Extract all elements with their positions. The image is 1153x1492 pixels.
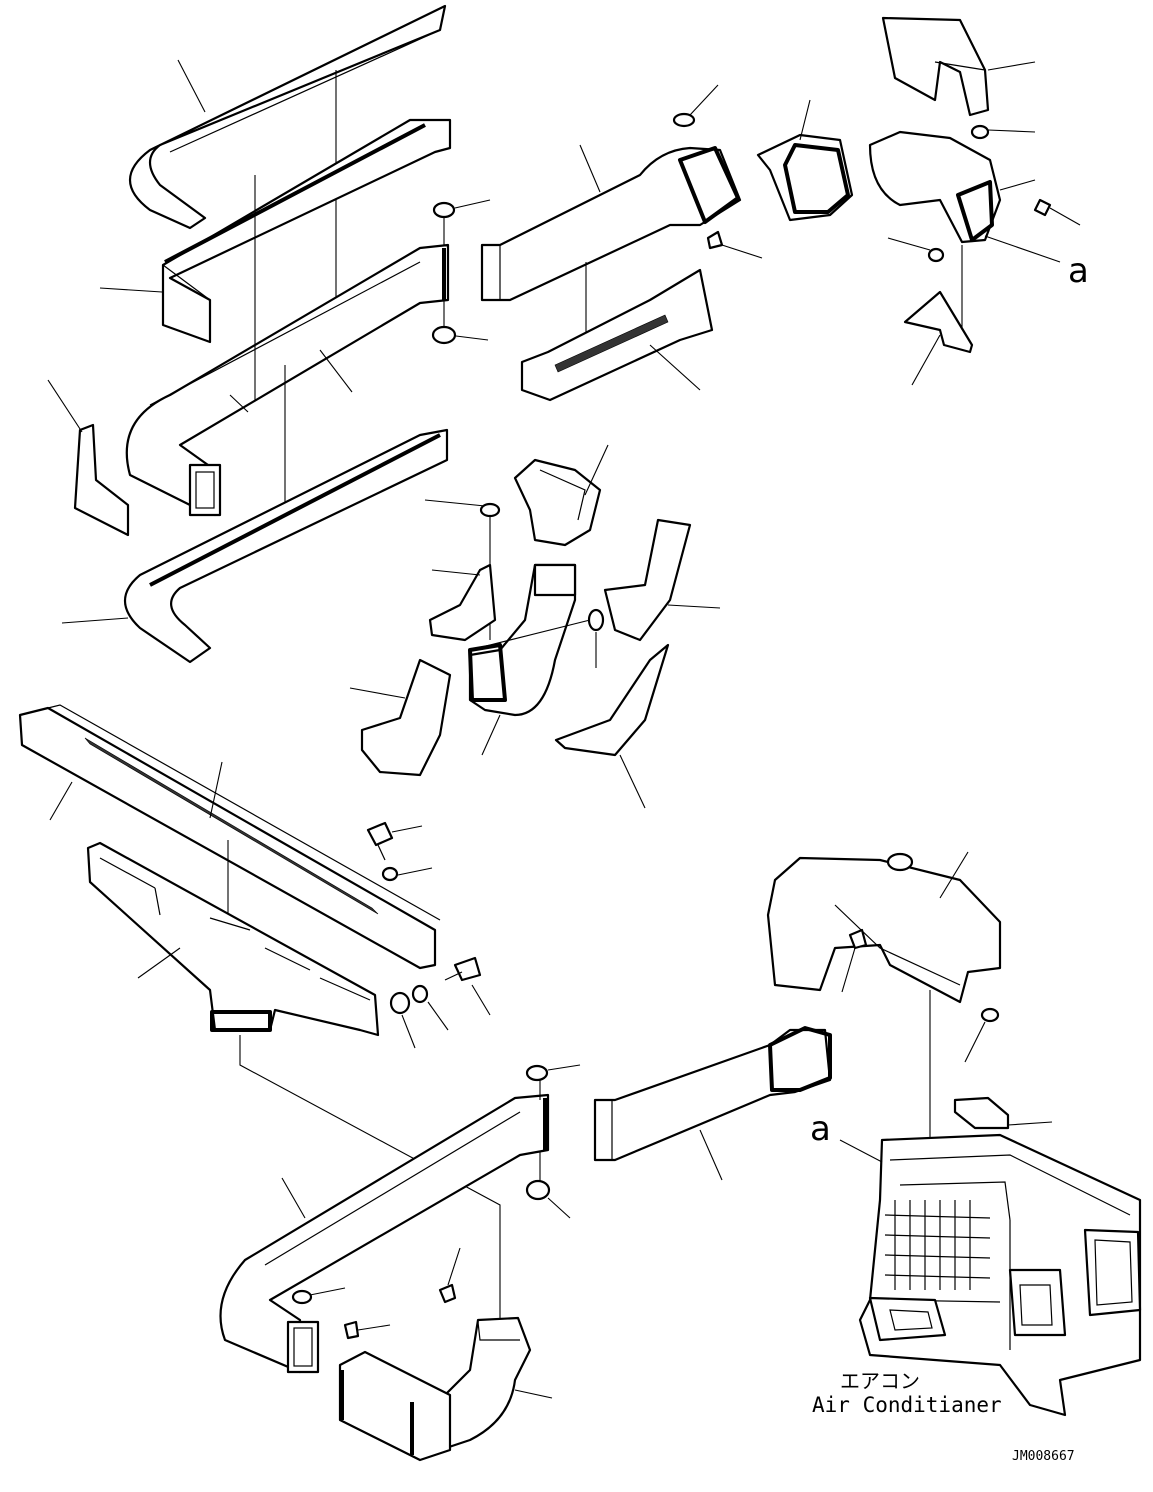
bracket-right	[903, 245, 974, 386]
bolt-right-lower	[964, 1007, 1000, 1063]
duct-cover-right-a	[603, 518, 721, 642]
duct-cover-right-b	[554, 643, 670, 809]
ref-letter-top: a	[1068, 251, 1089, 291]
duct-connector-center	[513, 444, 609, 547]
bolts-middle	[366, 821, 491, 1049]
duct-box-center	[520, 268, 714, 402]
filter-pad	[953, 1096, 1053, 1130]
duct-s-bend-center	[468, 563, 605, 756]
duct-elbow-right	[868, 130, 1061, 263]
clip-lower	[431, 300, 489, 345]
duct-lower-center-main	[219, 1093, 550, 1374]
clip-upper	[432, 199, 491, 245]
defroster-grille	[18, 704, 441, 970]
clip-upper-center	[672, 84, 763, 259]
duct-lower-right-straight	[593, 1026, 832, 1181]
bolt-right-1	[887, 124, 1081, 263]
duct-cover-half	[428, 563, 497, 642]
cover-top-right	[881, 16, 1036, 117]
duct-channel-upper	[99, 118, 452, 344]
drawing-number: JM008667	[1012, 1449, 1075, 1464]
ref-letter-bottom: a	[810, 1109, 831, 1149]
duct-upper-center	[480, 144, 742, 345]
cover-plate-left	[47, 379, 130, 537]
air-conditioner-unit	[839, 1133, 1142, 1417]
adapter-boot	[756, 99, 854, 222]
clip-lower-center	[291, 1064, 581, 1340]
duct-main-elbow	[125, 175, 450, 517]
duct-lower-curved	[61, 428, 449, 664]
duct-lower-box	[338, 1350, 452, 1462]
component-name-jp: エアコン	[840, 1369, 920, 1393]
duct-cover-left-b	[349, 658, 452, 777]
component-name-en: Air Conditianer	[812, 1393, 1002, 1417]
duct-plenum-right	[766, 851, 1002, 1150]
defroster-duct-manifold	[86, 841, 501, 1325]
